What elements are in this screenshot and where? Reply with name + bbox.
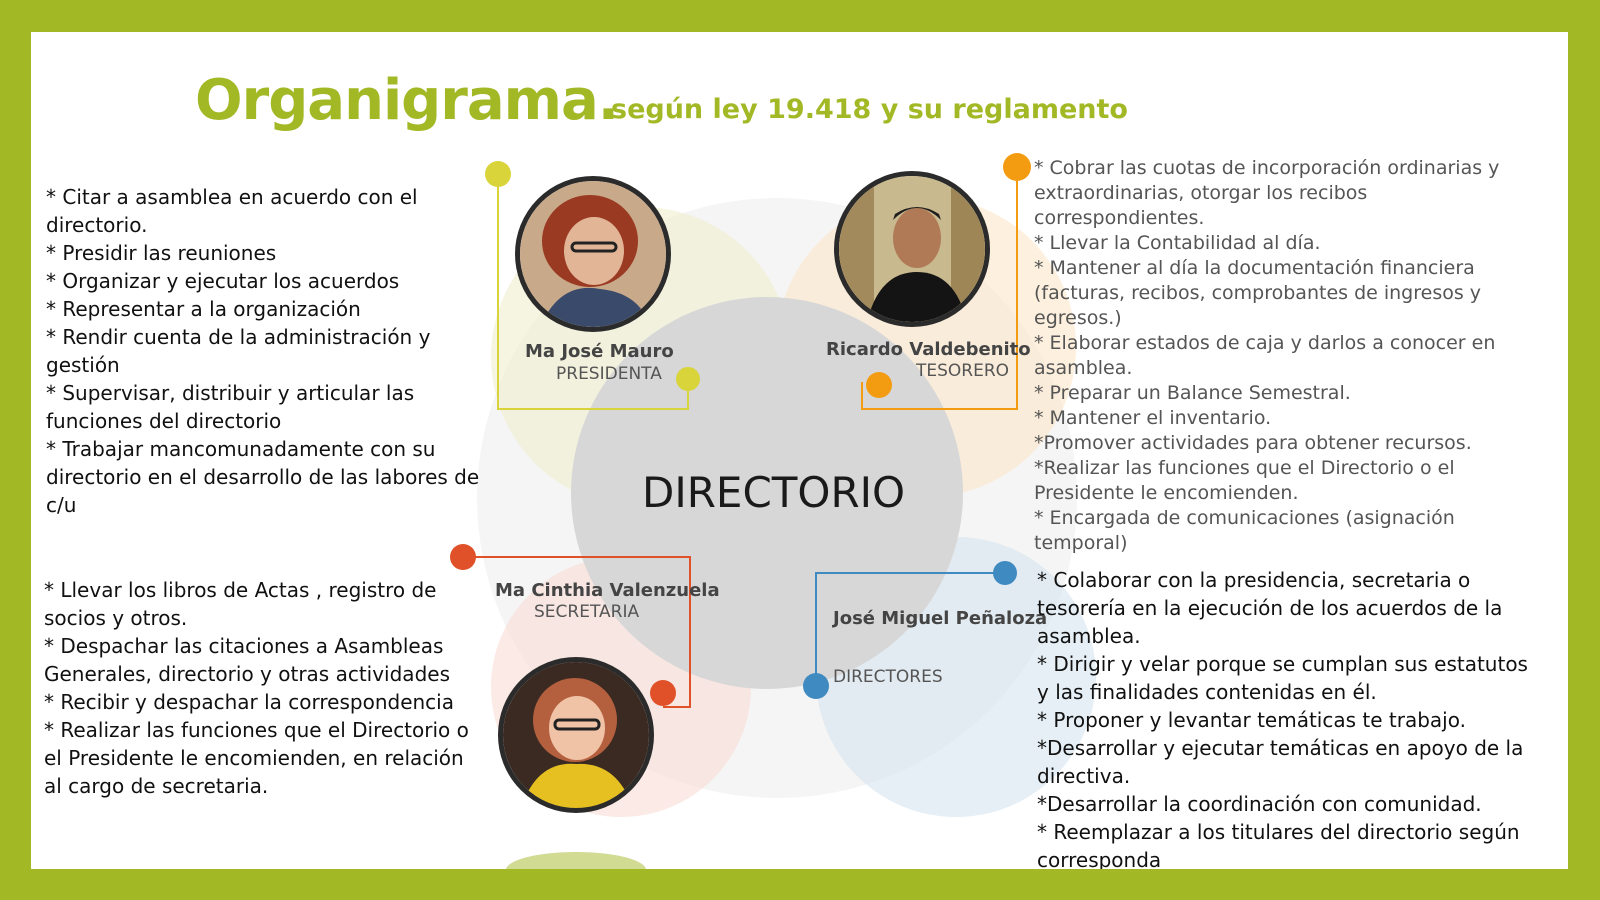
directores-role: DIRECTORES bbox=[833, 667, 943, 687]
list-item: * Citar a asamblea en acuerdo con el dir… bbox=[46, 185, 418, 237]
presidenta-dot-bottom bbox=[676, 367, 700, 391]
woman-portrait-icon bbox=[503, 662, 649, 808]
list-item: * Elaborar estados de caja y darlos a co… bbox=[1034, 332, 1496, 379]
secretaria-photo bbox=[498, 657, 654, 813]
list-item: * Organizar y ejecutar los acuerdos bbox=[46, 269, 400, 293]
page-subtitle: según ley 19.418 y su reglamento bbox=[611, 94, 1128, 125]
tesorero-role: TESORERO bbox=[916, 361, 1010, 381]
directorio-center-circle bbox=[571, 297, 963, 689]
list-item: * Preparar un Balance Semestral. bbox=[1034, 382, 1351, 404]
secretaria-name: Ma Cinthia Valenzuela bbox=[495, 580, 720, 601]
list-item: * Llevar la Contabilidad al día. bbox=[1034, 232, 1321, 254]
list-item: * Mantener al día la documentación finan… bbox=[1034, 257, 1482, 329]
secretaria-dot-top bbox=[450, 544, 476, 570]
directorio-label: DIRECTORIO bbox=[642, 468, 906, 517]
directores-connector bbox=[815, 572, 1005, 686]
tesorero-connector bbox=[861, 167, 1018, 410]
list-item: * Cobrar las cuotas de incorporación ord… bbox=[1034, 157, 1500, 229]
tesorero-name: Ricardo Valdebenito bbox=[826, 339, 1031, 360]
list-item: * Trabajar mancomunadamente con su direc… bbox=[46, 437, 480, 517]
secretaria-role: SECRETARIA bbox=[534, 602, 640, 622]
slide-canvas: Organigrama. según ley 19.418 y su regla… bbox=[31, 32, 1568, 869]
page-title: Organigrama. bbox=[195, 68, 619, 133]
list-item: * Rendir cuenta de la administración y g… bbox=[46, 325, 431, 377]
presidenta-dot-top bbox=[485, 161, 511, 187]
list-item: * Reemplazar a los titulares del directo… bbox=[1037, 820, 1520, 869]
directores-dot-bottom bbox=[803, 673, 829, 699]
list-item: * Presidir las reuniones bbox=[46, 241, 277, 265]
presidenta-name: Ma José Mauro bbox=[525, 341, 674, 362]
list-item: *Promover actividades para obtener recur… bbox=[1034, 432, 1472, 454]
list-item: * Proponer y levantar temáticas te traba… bbox=[1037, 708, 1466, 732]
list-item: * Despachar las citaciones a Asambleas G… bbox=[44, 634, 450, 686]
list-item: * Dirigir y velar porque se cumplan sus … bbox=[1037, 652, 1528, 704]
list-item: * Realizar las funciones que el Director… bbox=[44, 718, 469, 798]
presidenta-role: PRESIDENTA bbox=[556, 364, 662, 384]
presidenta-photo bbox=[515, 176, 671, 332]
directores-dot-top bbox=[993, 561, 1017, 585]
list-item: *Desarrollar la coordinación con comunid… bbox=[1037, 792, 1482, 816]
list-item: * Representar a la organización bbox=[46, 297, 361, 321]
list-item: *Desarrollar y ejecutar temáticas en apo… bbox=[1037, 736, 1524, 788]
man-portrait-icon bbox=[839, 176, 985, 322]
directores-name: José Miguel Peñaloza bbox=[833, 608, 1048, 629]
list-item: * Encargada de comunicaciones (asignació… bbox=[1034, 507, 1455, 554]
list-item: * Supervisar, distribuir y articular las… bbox=[46, 381, 415, 433]
presidenta-responsibilities: * Citar a asamblea en acuerdo con el dir… bbox=[46, 183, 501, 519]
presidenta-connector bbox=[497, 174, 689, 410]
list-item: * Recibir y despachar la correspondencia bbox=[44, 690, 454, 714]
secretaria-dot-bottom bbox=[650, 680, 676, 706]
tesorero-responsibilities: * Cobrar las cuotas de incorporación ord… bbox=[1034, 156, 1539, 556]
woman-portrait-icon bbox=[520, 181, 666, 327]
list-item: * Mantener el inventario. bbox=[1034, 407, 1272, 429]
tesorero-dot-top bbox=[1003, 153, 1031, 181]
list-item: * Llevar los libros de Actas , registro … bbox=[44, 578, 437, 630]
list-item: *Realizar las funciones que el Directori… bbox=[1034, 457, 1455, 504]
secretaria-connector bbox=[463, 556, 691, 708]
list-item: * Colaborar con la presidencia, secretar… bbox=[1037, 568, 1503, 648]
tesorero-dot-bottom bbox=[866, 372, 892, 398]
floor-shadow bbox=[506, 852, 646, 869]
directores-responsibilities: * Colaborar con la presidencia, secretar… bbox=[1037, 566, 1537, 869]
secretaria-responsibilities: * Llevar los libros de Actas , registro … bbox=[44, 576, 484, 800]
tesorero-photo bbox=[834, 171, 990, 327]
